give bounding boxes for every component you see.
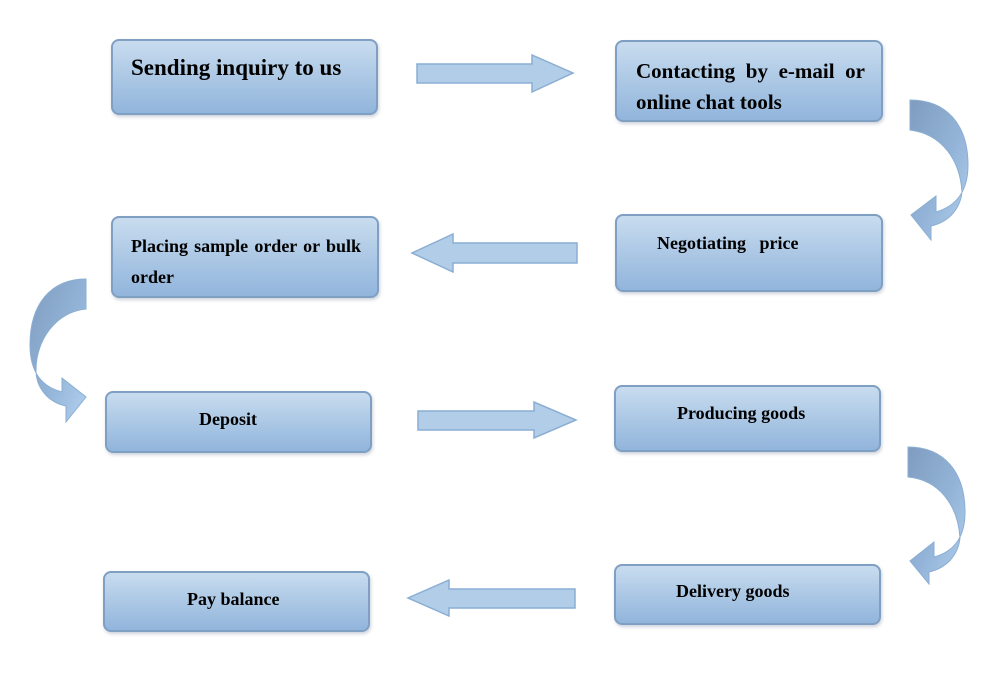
- step-label-contacting: Contacting by e-mail or online chat tool…: [636, 59, 865, 114]
- step-box-delivery-goods: Delivery goods: [614, 564, 881, 625]
- left-arrow-icon: [406, 578, 576, 618]
- step-label-placing-order: Placing sample order or bulk order: [131, 236, 361, 287]
- step-box-contacting: Contacting by e-mail or online chat tool…: [615, 40, 883, 122]
- curved-arrow-down-icon: [909, 99, 969, 242]
- step-label-delivery-goods: Delivery goods: [676, 581, 790, 601]
- step-label-sending-inquiry: Sending inquiry to us: [131, 55, 342, 80]
- curved-arrow-down-icon: [29, 278, 87, 424]
- step-label-producing-goods: Producing goods: [677, 403, 806, 423]
- step-box-deposit: Deposit: [105, 391, 372, 453]
- step-box-placing-order: Placing sample order or bulk order: [111, 216, 379, 298]
- step-box-pay-balance: Pay balance: [103, 571, 370, 632]
- step-box-negotiating-price: Negotiating price: [615, 214, 883, 292]
- right-arrow-icon: [416, 53, 575, 94]
- step-box-producing-goods: Producing goods: [614, 385, 881, 452]
- step-label-pay-balance: Pay balance: [187, 589, 280, 609]
- right-arrow-icon: [417, 400, 578, 440]
- curved-arrow-down-icon: [907, 446, 966, 586]
- left-arrow-icon: [410, 232, 578, 274]
- step-label-negotiating-price: Negotiating price: [657, 233, 799, 253]
- step-box-sending-inquiry: Sending inquiry to us: [111, 39, 378, 115]
- step-label-deposit: Deposit: [199, 409, 257, 429]
